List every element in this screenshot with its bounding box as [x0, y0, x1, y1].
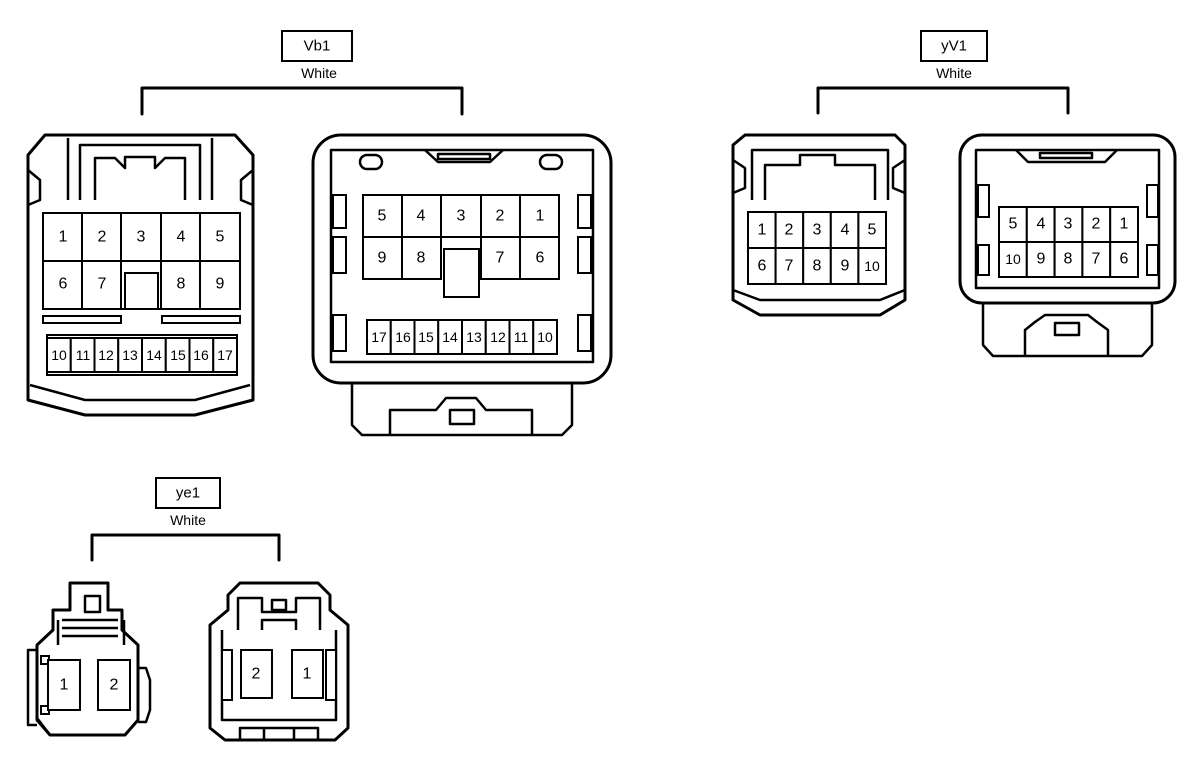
vb1-l-pin: 3: [137, 229, 146, 246]
yv1-r-pin: 5: [1009, 216, 1018, 233]
vb1-l-pin: 17: [217, 347, 233, 363]
yv1-r-pin: 8: [1064, 251, 1073, 268]
yv1-l-pin: 1: [758, 222, 767, 239]
yv1-r-pin: 7: [1092, 251, 1101, 268]
vb1-l-pin: 12: [98, 347, 114, 363]
yv1-left-row2: 6 7 8 9 10: [747, 247, 888, 285]
vb1-label-box: [281, 30, 353, 62]
yv1-r-pin: 9: [1037, 251, 1046, 268]
yv1-l-pin: 6: [758, 258, 767, 275]
yv1-color: White: [936, 65, 972, 81]
yv1-r-pin: 6: [1120, 251, 1129, 268]
vb1-r-pin: 5: [378, 208, 387, 225]
yv1-label-box: [920, 30, 988, 62]
yv1-l-pin: 9: [841, 258, 850, 275]
vb1-bracket: [140, 86, 464, 116]
vb1-l-pin: 6: [59, 276, 68, 293]
vb1-l-pin: 15: [170, 347, 186, 363]
vb1-l-pin: 16: [193, 347, 209, 363]
vb1-l-pin: 9: [216, 276, 225, 293]
yv1-bracket: [816, 86, 1070, 115]
yv1-right-row1: 5 4 3 2 1: [998, 206, 1139, 243]
ye1-left-housing: 1 2: [26, 581, 152, 737]
vb1-l-pin: 14: [146, 347, 162, 363]
yv1-r-pin: 3: [1064, 216, 1073, 233]
vb1-r-pin: 8: [417, 250, 426, 267]
vb1-right-row1: 5 4 3 2 1: [362, 194, 560, 238]
vb1-right-row3: 17 16 15 14 13 12 11 10: [366, 319, 558, 355]
vb1-right-row2: 9 8 7 6: [362, 236, 560, 280]
vb1-r-pin: 1: [536, 208, 545, 225]
yv1-r-pin: 10: [1005, 251, 1021, 267]
yv1-l-pin: 2: [785, 222, 794, 239]
ye1-r-pin: 1: [303, 666, 312, 683]
vb1-l-pin: 2: [98, 229, 107, 246]
vb1-l-pin: 8: [177, 276, 186, 293]
vb1-left-row3: 10 11 12 13 14 15 16 17: [46, 334, 238, 376]
vb1-l-pin: 11: [76, 347, 91, 363]
yv1-l-pin: 3: [813, 222, 822, 239]
yv1-right-row2: 10 9 8 7 6: [998, 241, 1139, 278]
vb1-l-pin: 10: [51, 347, 67, 363]
vb1-right-housing: [311, 133, 613, 437]
vb1-r-pin: 14: [442, 329, 458, 345]
connector-yv1: yV1 White 1 2 3 4 5 6 7 8 9 10: [731, 30, 1177, 358]
vb1-r-pin: 16: [395, 329, 411, 345]
vb1-r-pin: 10: [537, 329, 553, 345]
yv1-l-pin: 8: [813, 258, 822, 275]
ye1-code: ye1: [176, 485, 200, 502]
vb1-r-pin: 11: [514, 329, 529, 345]
yv1-left-row1: 1 2 3 4 5: [747, 211, 888, 249]
vb1-r-pin: 4: [417, 208, 426, 225]
ye1-r-pin: 2: [252, 666, 261, 683]
vb1-r-pin: 15: [418, 329, 434, 345]
vb1-r-pin: 3: [457, 208, 466, 225]
yv1-r-pin: 2: [1092, 216, 1101, 233]
vb1-r-pin: 7: [496, 250, 505, 267]
vb1-left-row2: 6 7 8 9: [42, 260, 241, 310]
vb1-r-pin: 17: [371, 329, 387, 345]
yv1-l-pin: 4: [841, 222, 850, 239]
ye1-label-box: [155, 477, 221, 509]
ye1-right-housing: 2 1: [208, 581, 350, 742]
vb1-color: White: [301, 65, 337, 81]
yv1-l-pin: 10: [864, 258, 880, 274]
vb1-code: Vb1: [304, 38, 331, 55]
vb1-l-pin: 7: [98, 276, 107, 293]
vb1-r-pin: 13: [466, 329, 482, 345]
vb1-l-pin: 5: [216, 229, 225, 246]
yv1-r-pin: 4: [1037, 216, 1046, 233]
yv1-code: yV1: [941, 38, 967, 55]
vb1-l-pin: 1: [59, 229, 68, 246]
vb1-r-pin: 9: [378, 250, 387, 267]
vb1-l-pin: 13: [122, 347, 138, 363]
vb1-r-pin: 2: [496, 208, 505, 225]
yv1-l-pin: 5: [868, 222, 877, 239]
ye1-color: White: [170, 512, 206, 528]
yv1-l-pin: 7: [785, 258, 794, 275]
vb1-r-pin: 12: [490, 329, 506, 345]
vb1-l-pin: 4: [177, 229, 186, 246]
connector-ye1: ye1 White 1 2: [26, 477, 350, 742]
connector-vb1: Vb1 White 1 2 3 4 5 6: [26, 30, 613, 437]
ye1-l-pin: 1: [60, 677, 69, 694]
ye1-l-pin: 2: [110, 677, 119, 694]
ye1-bracket: [90, 533, 281, 562]
yv1-r-pin: 1: [1120, 216, 1129, 233]
vb1-r-pin: 6: [536, 250, 545, 267]
vb1-left-row1: 1 2 3 4 5: [42, 212, 241, 262]
